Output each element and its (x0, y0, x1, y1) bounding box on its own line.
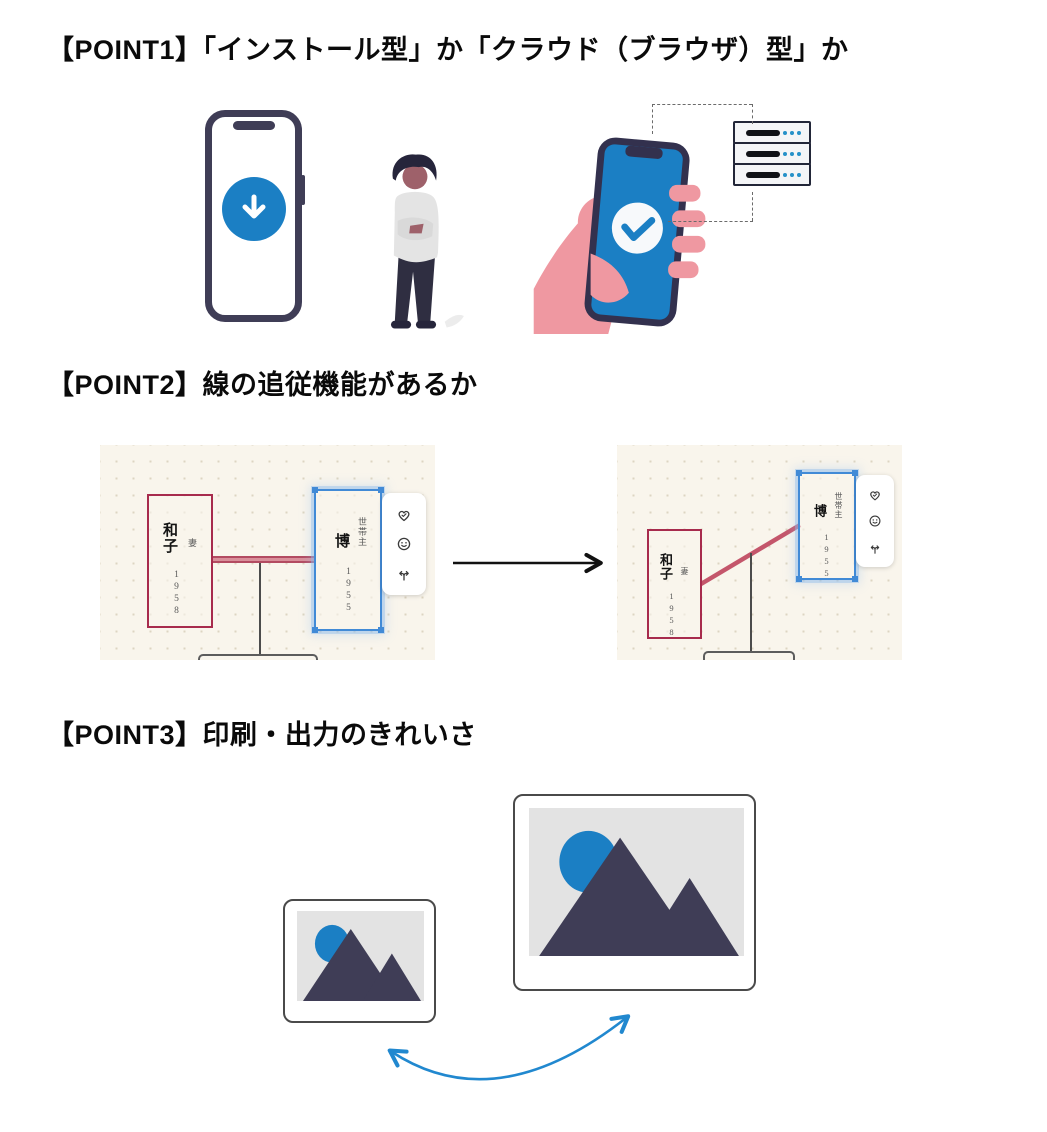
phone-side-button (301, 175, 305, 205)
install-phone (205, 110, 305, 322)
husband-name: 博 (812, 504, 827, 518)
point3-heading: 【POINT3】印刷・出力のきれいさ (47, 720, 477, 750)
split-icon[interactable] (868, 541, 882, 555)
wife-name: 和子 (161, 522, 177, 554)
tree-node-wife[interactable]: 和子 妻 1958 (147, 494, 213, 628)
tree-node-husband-selected[interactable]: 博 世帯主 1955 (312, 487, 384, 633)
tree-node-husband-selected[interactable]: 博 世帯主 1955 (796, 470, 858, 582)
server-unit (733, 142, 811, 165)
server-unit (733, 121, 811, 144)
smile-icon[interactable] (396, 536, 412, 552)
dashed-connector (652, 104, 752, 105)
mountain-image-icon (302, 924, 422, 1001)
image-card-small (283, 899, 436, 1023)
husband-role: 世帯主 (357, 517, 367, 547)
dashed-connector (752, 104, 753, 124)
split-icon[interactable] (396, 566, 412, 582)
wife-year: 1958 (171, 570, 182, 618)
resize-swap-arrow (387, 1014, 631, 1081)
family-tree-canvas-after: 和子 妻 1958 博 世帯主 1955 (617, 445, 902, 660)
node-toolbar (856, 475, 894, 567)
couple-line (213, 556, 314, 563)
family-tree-canvas-before: 和子 妻 1958 博 世帯主 1955 (100, 445, 435, 660)
image-placeholder (529, 808, 744, 956)
check-icon (621, 217, 656, 242)
smile-icon[interactable] (868, 514, 882, 528)
child-node-box (703, 651, 795, 660)
wife-role: 妻 (187, 538, 197, 548)
point1-heading: 【POINT1】「インストール型」か「クラウド（ブラウザ）型」か (47, 35, 849, 65)
husband-year: 1955 (821, 532, 832, 580)
heart-icon[interactable] (868, 488, 882, 502)
before-after-arrow (453, 552, 603, 574)
person-illustration (390, 154, 464, 329)
husband-name: 博 (333, 533, 349, 549)
dashed-connector (752, 192, 753, 221)
child-node-box (198, 654, 318, 660)
image-card-large (513, 794, 756, 991)
phone-notch (232, 121, 275, 130)
child-connector-line (259, 563, 261, 656)
mountain-image-icon (539, 830, 739, 956)
wife-name: 和子 (658, 553, 673, 581)
wife-year: 1958 (666, 591, 677, 639)
heart-icon[interactable] (396, 507, 412, 523)
tree-lines (699, 523, 802, 652)
server-stack (733, 121, 811, 186)
point2-heading: 【POINT2】線の追従機能があるか (47, 370, 478, 400)
image-placeholder (297, 911, 424, 1001)
server-unit (733, 163, 811, 186)
dashed-connector (652, 104, 653, 134)
download-button-circle (221, 177, 286, 241)
node-toolbar (382, 493, 426, 595)
dashed-connector (668, 221, 753, 222)
download-icon (242, 194, 265, 219)
wife-role: 妻 (680, 567, 689, 576)
husband-role: 世帯主 (834, 492, 843, 519)
tree-node-wife[interactable]: 和子 妻 1958 (647, 529, 702, 639)
husband-year: 1955 (343, 567, 354, 615)
hand-phone-illustration (533, 137, 706, 334)
